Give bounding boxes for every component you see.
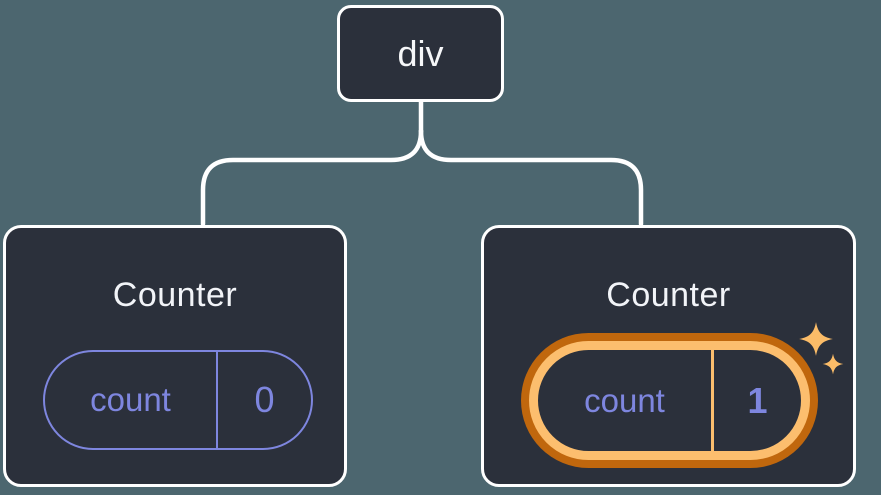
connector-right-branch bbox=[418, 128, 644, 227]
counter-card-2: Counter count 1 bbox=[481, 225, 856, 487]
tree-node-div: div bbox=[337, 5, 504, 102]
component-title: Counter bbox=[112, 276, 238, 314]
state-label: count bbox=[584, 381, 665, 419]
state-pill: count 0 bbox=[43, 350, 313, 450]
counter-card-1: Counter count 0 bbox=[3, 225, 347, 487]
state-label: count bbox=[90, 381, 171, 418]
state-value: 0 bbox=[216, 352, 311, 448]
sparkle-small-icon bbox=[822, 353, 844, 375]
state-pill-highlighted: count 1 bbox=[529, 341, 810, 460]
sparkle-large-icon bbox=[799, 322, 833, 356]
connector-left-branch bbox=[200, 128, 424, 227]
tree-node-div-label: div bbox=[397, 32, 444, 74]
component-title: Counter bbox=[606, 276, 731, 314]
state-value: 1 bbox=[711, 350, 801, 451]
